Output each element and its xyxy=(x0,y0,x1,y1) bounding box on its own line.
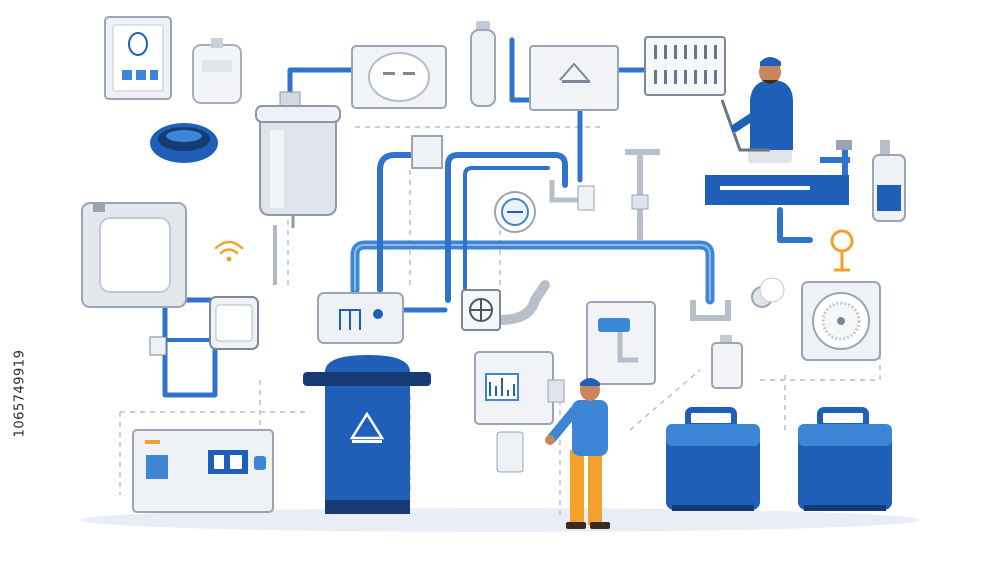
water-heater-icon xyxy=(474,351,565,473)
wall-tile-icon xyxy=(411,135,443,169)
spray-bottle-icon xyxy=(872,140,906,222)
toolbox-icon-2 xyxy=(798,407,892,511)
faucet-icon xyxy=(549,149,660,240)
valve-box-icon xyxy=(461,289,501,331)
stock-id-text: 1065749919 xyxy=(12,349,28,437)
control-cabinet-icon xyxy=(132,429,274,513)
tap-handle-icon xyxy=(830,229,854,272)
filter-unit-icon xyxy=(149,296,259,356)
meter-display-icon xyxy=(351,45,447,109)
sink-cabinet-icon xyxy=(586,301,656,385)
wifi-icon xyxy=(214,240,244,262)
trash-bin-icon xyxy=(303,355,431,514)
sink-counter-icon xyxy=(705,140,852,205)
drain-bowl-icon xyxy=(150,123,218,163)
canister-icon xyxy=(711,335,743,389)
pump-unit-icon xyxy=(317,292,404,344)
wall-panel-icon xyxy=(104,16,172,100)
water-tank-icon xyxy=(255,91,341,285)
pipe-network-icon xyxy=(162,37,848,398)
control-box-icon xyxy=(529,45,619,111)
fuse-panel-icon xyxy=(644,36,726,96)
boiler-dial-icon xyxy=(801,281,881,361)
gas-cylinder-icon xyxy=(470,21,496,107)
stock-id-watermark: 1065749919 xyxy=(10,318,30,468)
worker-standing-icon xyxy=(545,378,610,529)
wall-plate-icon xyxy=(81,202,187,308)
worker-laptop-icon xyxy=(720,57,793,163)
pipe-clamp-icon xyxy=(690,277,785,321)
floor-shadow xyxy=(80,508,920,532)
thermostat-icon xyxy=(192,38,242,104)
toolbox-icon xyxy=(666,407,760,511)
pressure-gauge-icon xyxy=(494,191,536,233)
